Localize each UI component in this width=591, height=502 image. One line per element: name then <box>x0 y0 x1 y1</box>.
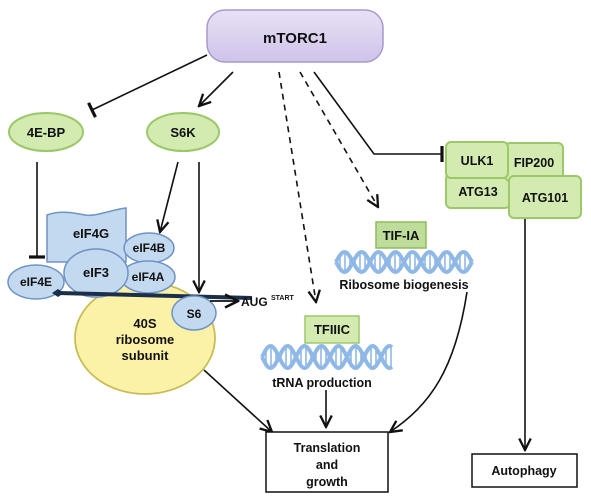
eif3-label: eIF3 <box>83 265 109 280</box>
dashed-arrow-mtorc1-ribosome-biogenesis <box>299 71 378 207</box>
mrna-cap <box>52 289 64 297</box>
ribosome-label-line1: 40S <box>133 316 156 331</box>
s6-node[interactable]: S6 <box>171 295 217 331</box>
eif4g-label: eIF4G <box>73 226 109 241</box>
4ebp-node[interactable]: 4E-BP <box>8 112 84 152</box>
dna-strand <box>334 250 474 274</box>
tif-ia-label: TIF-IA <box>383 228 420 243</box>
tfiiic-node[interactable]: TFIIIC <box>304 315 360 344</box>
autophagy-box[interactable]: Autophagy <box>471 453 578 488</box>
tif-ia-node[interactable]: TIF-IA <box>375 221 427 249</box>
ulk1-label: ULK1 <box>461 154 494 168</box>
inhibit-mtorc1-4ebp <box>87 54 208 118</box>
eif4a-label: eIF4A <box>132 270 165 284</box>
ulk1-node[interactable]: ULK1 <box>445 141 509 179</box>
autophagy-label: Autophagy <box>491 464 556 478</box>
eif4b-label: eIF4B <box>133 241 166 255</box>
atg13-node[interactable]: ATG13 <box>445 173 511 209</box>
fip200-label: FIP200 <box>514 156 554 170</box>
eif3-node[interactable]: eIF3 <box>63 248 129 298</box>
translation-label-line3: growth <box>306 475 348 489</box>
eif4e-label: eIF4E <box>20 275 52 289</box>
atg101-node[interactable]: ATG101 <box>508 175 582 219</box>
eif4e-node[interactable]: eIF4E <box>7 264 65 300</box>
tfiiic-label: TFIIIC <box>314 322 351 337</box>
eif4g-node[interactable]: eIF4G <box>46 207 127 263</box>
inhibit-mtorc1-ulk1 <box>313 71 444 162</box>
eif4a-node[interactable]: eIF4A <box>120 260 176 294</box>
dna-strand <box>260 343 394 371</box>
trna-production-label: tRNA production <box>272 376 372 390</box>
dna-helix-biogenesis <box>334 250 474 274</box>
translation-label-line1: Translation <box>294 441 361 455</box>
translation-label-line2: and <box>316 458 338 472</box>
aug-start-superscript: START <box>271 295 295 302</box>
ribosome-label-line3: subunit <box>122 348 170 363</box>
arrow-s6k-eif4b <box>160 161 179 232</box>
mtorc1-node[interactable]: mTORC1 <box>206 9 384 63</box>
s6-label: S6 <box>187 307 202 321</box>
s6k-label: S6K <box>170 125 196 140</box>
arrow-biogenesis-translation <box>390 291 468 432</box>
dna-helix-trna <box>260 343 394 371</box>
aug-label: AUG <box>241 295 268 309</box>
eif4b-node[interactable]: eIF4B <box>123 232 175 264</box>
mrna-strand <box>52 289 253 300</box>
ulk1-complex: ATG13 FIP200 ULK1 ATG101 <box>445 141 582 219</box>
ribosome-label-line2: ribosome <box>116 332 175 347</box>
connectors <box>29 54 525 450</box>
atg101-label: ATG101 <box>522 191 568 205</box>
dna-strand <box>260 343 394 371</box>
ribosome-biogenesis-label: Ribosome biogenesis <box>339 278 468 292</box>
dashed-arrow-mtorc1-trna <box>278 71 316 302</box>
s6k-node[interactable]: S6K <box>146 112 220 152</box>
atg13-label: ATG13 <box>458 185 497 199</box>
arrow-mtorc1-s6k <box>199 71 234 106</box>
translation-growth-box[interactable]: Translation and growth <box>265 431 389 493</box>
arrow-ribosome-translation <box>203 369 272 432</box>
aug-start-marker: AUG START <box>210 295 295 309</box>
mtorc1-label: mTORC1 <box>263 30 327 47</box>
4ebp-label: 4E-BP <box>27 125 66 140</box>
